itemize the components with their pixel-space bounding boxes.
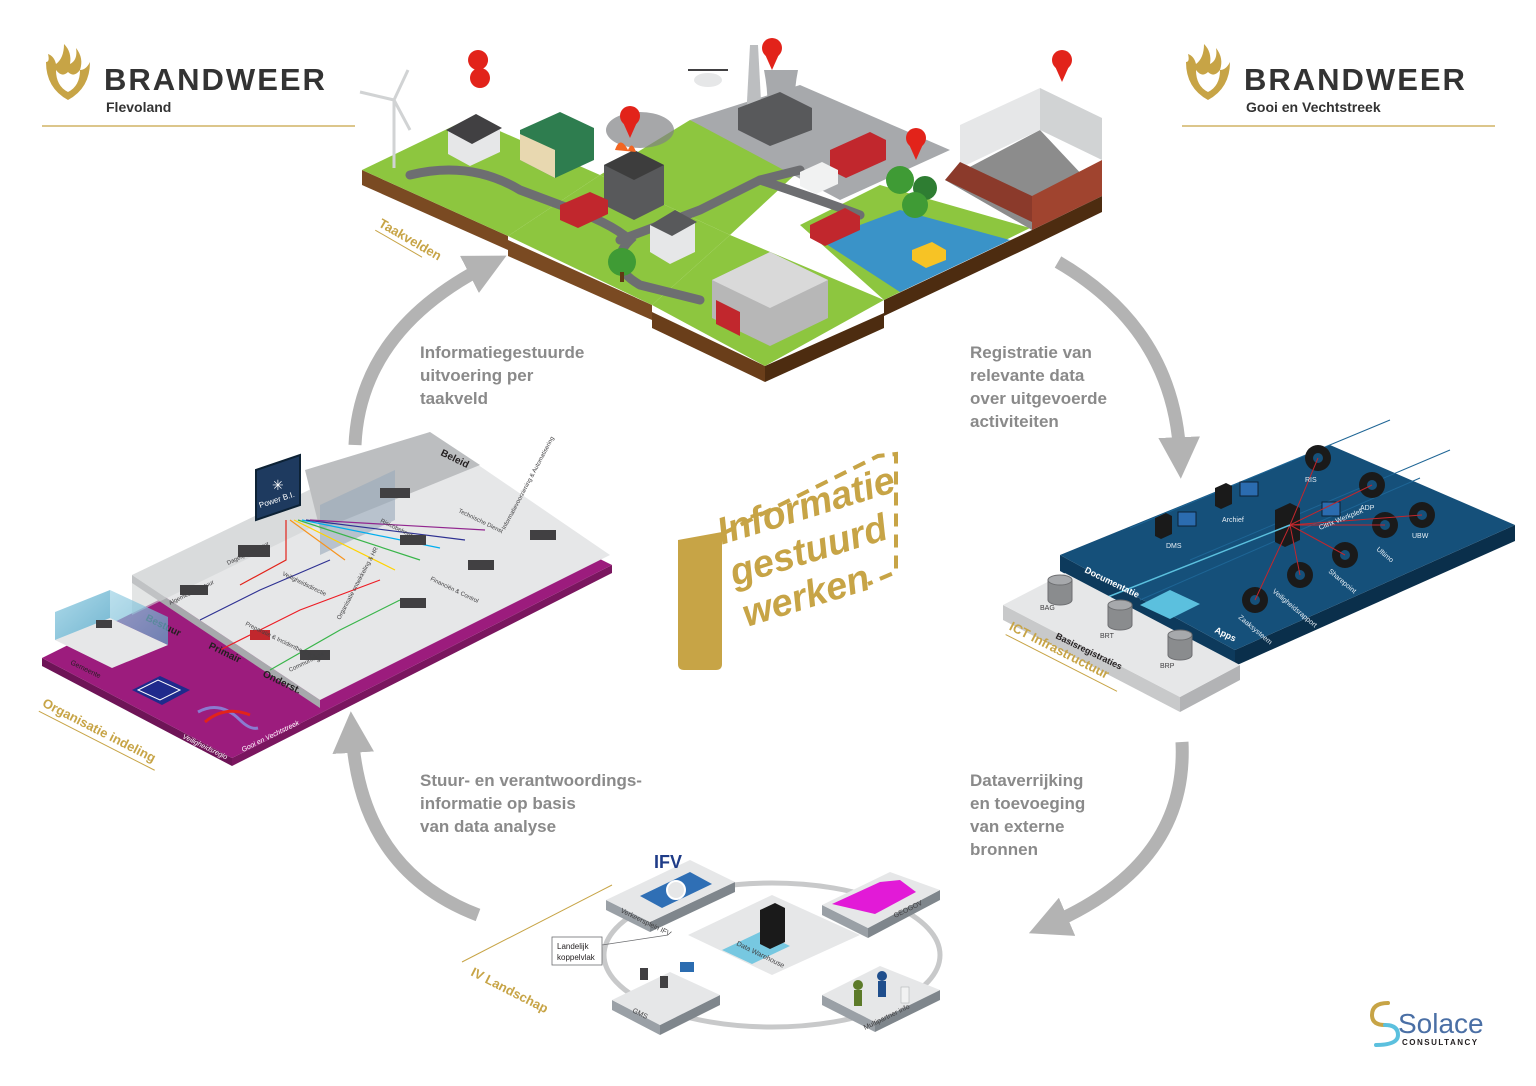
taakvelden-landscape: Taakvelden (359, 38, 1102, 382)
ribbon-icon (197, 706, 259, 730)
arrow-to-iv (1028, 741, 1189, 936)
emblem-device-body (678, 532, 722, 670)
arrow-to-ict (1054, 256, 1200, 479)
region-flevoland: Flevoland (106, 99, 171, 115)
server-icon (1155, 483, 1300, 547)
svg-text:✳: ✳ (272, 478, 284, 494)
center-emblem: Informatie gestuurd werken (678, 451, 900, 670)
ifv-logo: IFV (654, 852, 682, 872)
solace-subtitle: CONSULTANCY (1402, 1038, 1479, 1047)
svg-text:Landelijk koppelvlak: Landelijk koppelvlak (557, 942, 596, 962)
section-label-iv: IV Landschap (469, 964, 551, 1016)
powerbi-screen: Power B.I. ✳ (255, 453, 301, 522)
flame-shield-icon (1186, 44, 1230, 100)
emblem-dashed-frame (721, 451, 898, 586)
app-label: RIS (1305, 477, 1317, 484)
registry-label: BAG (1040, 605, 1055, 612)
fire-truck-icon (560, 132, 886, 246)
workstation-icon (180, 488, 556, 660)
location-pin-icon (468, 38, 1072, 160)
brandweer-wordmark-left: BRANDWEER (104, 62, 327, 97)
server-icon (760, 903, 785, 949)
wind-turbine-icon (359, 69, 412, 168)
organisatie-indeling: Power B.I. ✳ Beleid Bestuur Primair Onde… (38, 432, 612, 771)
registry-label: BRT (1100, 633, 1115, 640)
flame-shield-icon (46, 44, 90, 100)
flow-text-top-right: Registratie van relevante data over uitg… (970, 343, 1112, 431)
arrow-to-taakvelden (348, 255, 507, 446)
partners-icon (853, 971, 910, 1006)
solace-wordmark: Solace (1398, 1008, 1484, 1039)
app-label: UBW (1412, 533, 1429, 540)
ict-infrastructuur: DMS Archief Citrix Werkplek RIS ADP UBW … (1003, 419, 1515, 712)
burning-house-icon (604, 112, 674, 220)
database-icon (1047, 574, 1193, 661)
region-gooi-vechtstreek: Gooi en Vechtstreek (1246, 99, 1381, 115)
callout-landelijk-koppelvlak: Landelijk koppelvlak (551, 934, 669, 966)
fire-station-icon (712, 252, 828, 346)
flow-text-top-left: Informatiegestuurde uitvoering per taakv… (420, 343, 589, 408)
flow-text-bottom-left: Stuur- en verantwoordings- informatie op… (420, 771, 647, 836)
solace-s-icon (1369, 1001, 1401, 1047)
ambulance-icon (800, 162, 838, 194)
section-label-taakvelden: Taakvelden (376, 215, 444, 263)
power-plant-icon (738, 45, 812, 150)
trees-icon (886, 166, 937, 218)
logo-brandweer-flevoland: BRANDWEER Flevoland (42, 44, 355, 127)
classroom-icon (945, 88, 1102, 230)
monitor-icon (1177, 481, 1341, 527)
iv-node-gms (612, 972, 720, 1025)
tree-icon (608, 248, 636, 282)
system-label: DMS (1166, 543, 1182, 550)
car-in-water-icon (912, 242, 946, 268)
flow-text-bottom-right: Dataverrijking en toevoeging van externe… (970, 771, 1090, 859)
app-label: ADP (1360, 505, 1375, 512)
farm-house-icon (446, 114, 502, 166)
arrow-to-org (332, 711, 481, 922)
logo-brandweer-gooi: BRANDWEER Gooi en Vechtstreek (1182, 44, 1495, 127)
helicopter-icon (688, 69, 728, 87)
ict-platform-side-right (1235, 525, 1515, 666)
operators-icon (640, 962, 694, 988)
system-label: Archief (1222, 517, 1244, 524)
registry-label: BRP (1160, 663, 1175, 670)
row-house-icon (650, 210, 697, 264)
logo-solace-consultancy: Solace CONSULTANCY (1369, 1001, 1484, 1047)
iv-ring (601, 880, 943, 1030)
gemeente-logos (132, 676, 190, 705)
brandweer-wordmark-right: BRANDWEER (1244, 62, 1467, 97)
iv-landschap: IFV Verkeersplein IFV GEOGOV Data Wareho… (461, 852, 943, 1035)
museum-building-icon (520, 112, 594, 178)
cycle-arrows (332, 255, 1200, 936)
